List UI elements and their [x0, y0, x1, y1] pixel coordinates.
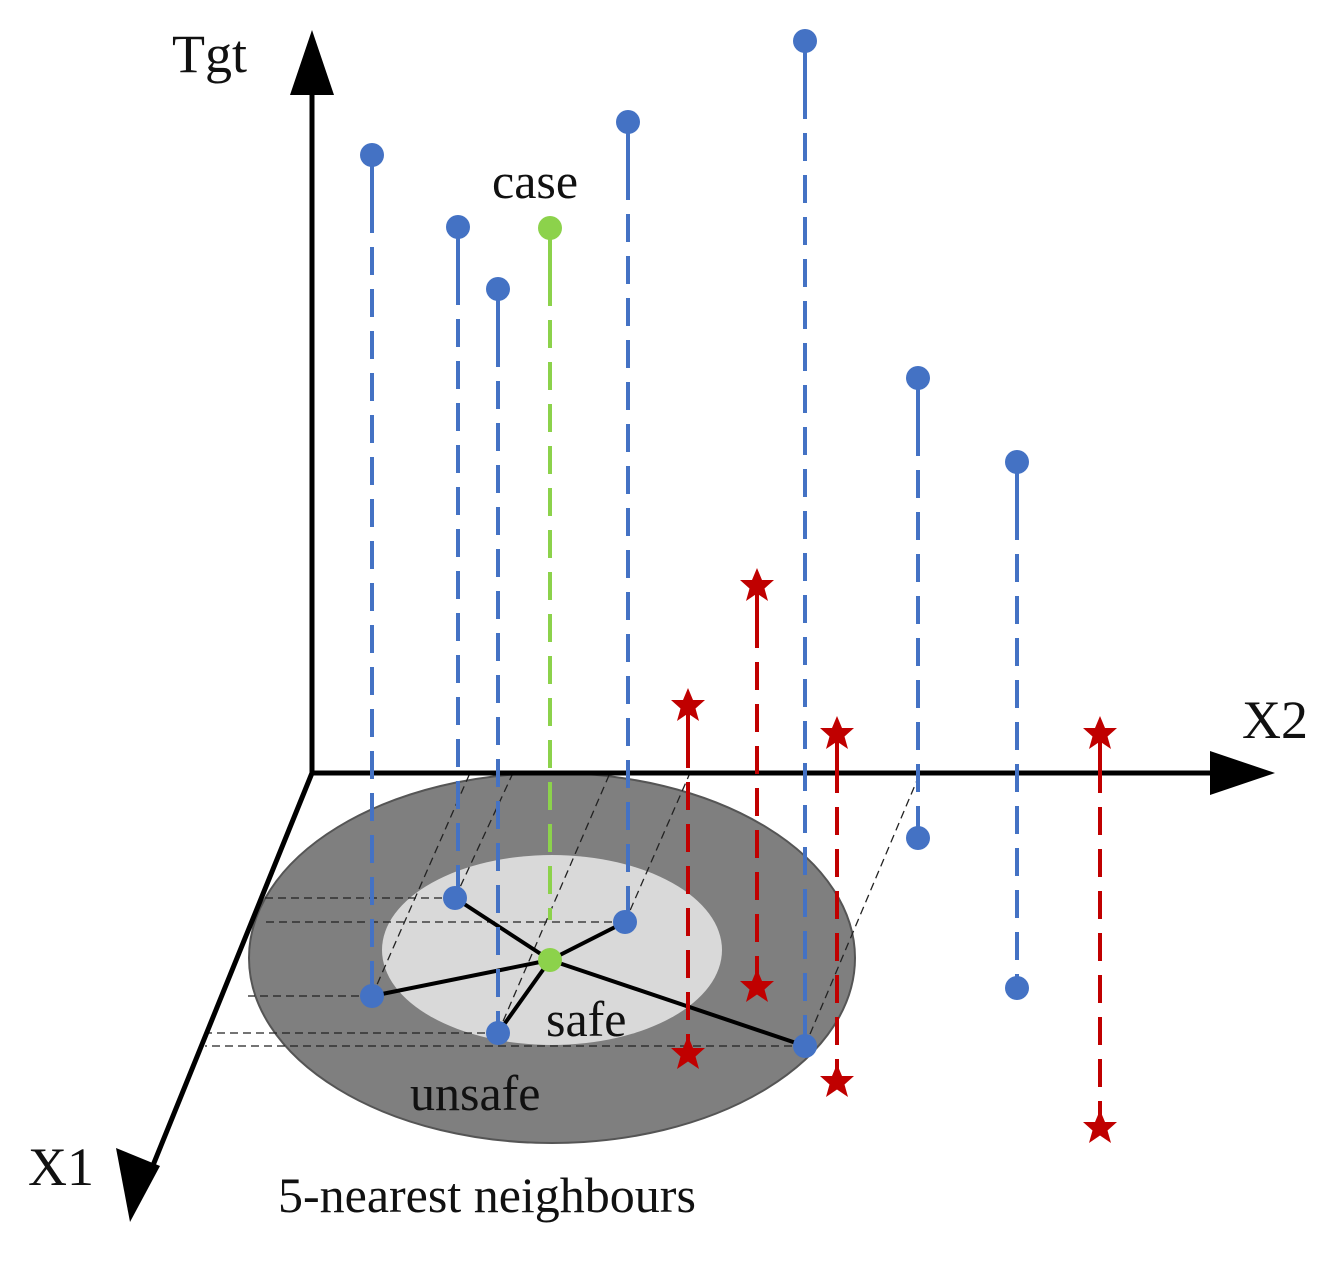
caption: 5-nearest neighbours [278, 1167, 696, 1223]
case-point-base [538, 948, 562, 972]
blue-point-top [1005, 450, 1029, 474]
tgt-axis-label: Tgt [172, 24, 247, 84]
blue-point-top [360, 143, 384, 167]
x2-axis-label: X2 [1242, 690, 1308, 750]
blue-point-top [616, 110, 640, 134]
case-label: case [492, 153, 578, 209]
red-star [1083, 1110, 1117, 1143]
unsafe-label: unsafe [410, 1065, 541, 1121]
x1-axis [140, 772, 315, 1191]
blue-points [360, 29, 1029, 1058]
blue-point-top [906, 366, 930, 390]
red-stars [671, 568, 1117, 1143]
x2-arrow [1210, 751, 1275, 795]
blue-point-base [613, 910, 637, 934]
blue-point-base [443, 886, 467, 910]
blue-point-base [793, 1034, 817, 1058]
red-star [671, 688, 705, 721]
red-star [1083, 716, 1117, 749]
blue-point-base [360, 984, 384, 1008]
blue-point-top [793, 29, 817, 53]
x1-axis-label: X1 [28, 1137, 94, 1197]
red-star [820, 716, 854, 749]
blue-point-top [486, 277, 510, 301]
tgt-arrow [290, 30, 334, 95]
projection-guides [205, 772, 919, 1047]
red-star [740, 969, 774, 1002]
red-star [671, 1036, 705, 1069]
axis-arrowheads [116, 30, 1275, 1222]
axes [140, 40, 1225, 1191]
blue-point-base [906, 826, 930, 850]
blue-stems [370, 41, 1019, 1046]
case-points [538, 216, 562, 972]
blue-point-top [446, 215, 470, 239]
neighbour-links [371, 896, 806, 1048]
x1-arrow [116, 1148, 160, 1222]
red-star [740, 568, 774, 601]
blue-point-base [1005, 976, 1029, 1000]
blue-point-base [486, 1021, 510, 1045]
red-star [820, 1064, 854, 1097]
case-point-top [538, 216, 562, 240]
safe-label: safe [546, 991, 627, 1047]
